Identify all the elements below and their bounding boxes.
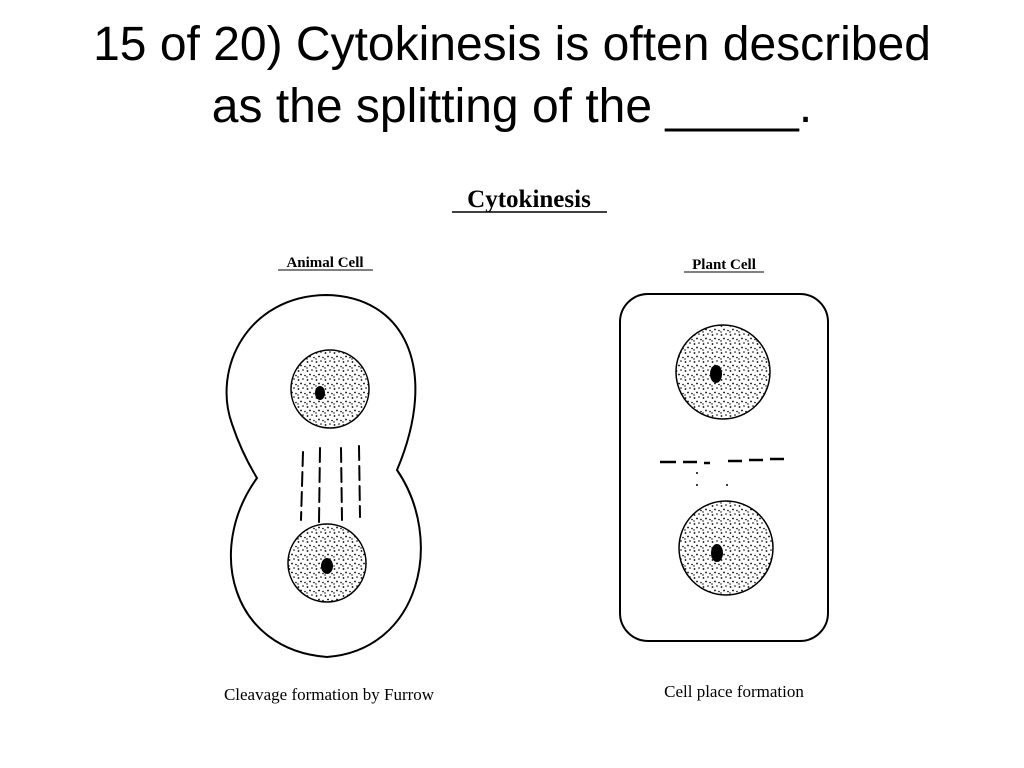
animal-cell-membrane: [225, 293, 422, 659]
animal-nucleolus-bottom: [321, 558, 333, 574]
question-text: 15 of 20) Cytokinesis is often described…: [0, 14, 1024, 138]
plant-nucleus-bottom: [678, 500, 774, 596]
animal-nucleolus-top: [315, 386, 325, 400]
question-line-1: 15 of 20) Cytokinesis is often described: [93, 18, 931, 71]
animal-cell-caption: Cleavage formation by Furrow: [224, 685, 435, 704]
animal-nucleus-top: [290, 349, 370, 429]
plant-nucleus-top: [675, 324, 771, 420]
plant-cell-wall: [619, 293, 829, 642]
plant-nucleolus-top: [710, 365, 722, 383]
plant-vesicle-dots: [696, 472, 728, 486]
plant-cell-label: Plant Cell: [692, 257, 756, 273]
plant-cell-plate-forming: [660, 457, 784, 465]
question-line-2: as the splitting of the _____.: [211, 80, 813, 133]
plant-nucleolus-bottom: [711, 544, 723, 562]
animal-cleavage-furrow-fibers: [300, 445, 361, 523]
animal-cell-label: Animal Cell: [286, 255, 363, 271]
diagram-title: Cytokinesis: [467, 186, 591, 213]
plant-cell-caption: Cell place formation: [664, 682, 804, 701]
